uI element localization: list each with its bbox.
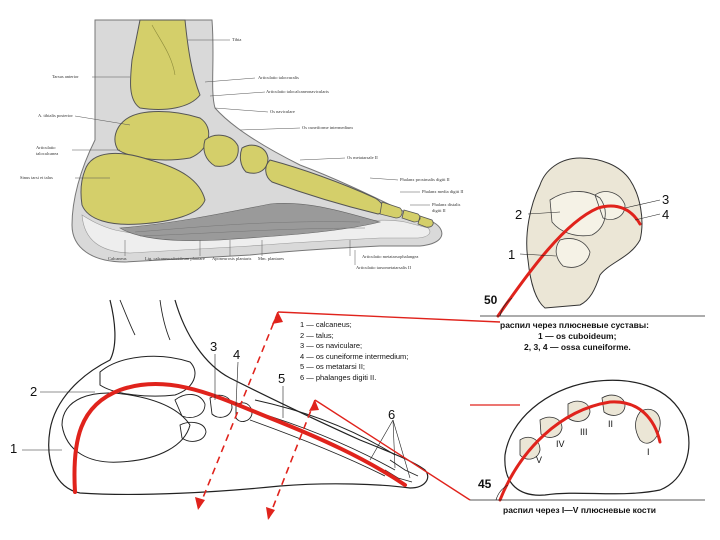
schema-calcaneus [61,392,191,463]
label-number: 3 [662,192,670,207]
label-text: Os cuneiforme intermedium [302,125,353,130]
sagittal-section-panel [0,0,470,280]
caption-line: распил через плюсневые суставы: [500,320,649,330]
angle-label: 45 [478,477,492,491]
legend: 1 — calcaneus; 2 — talus; 3 — os navicul… [300,320,408,383]
talus-bone [114,111,210,161]
metatarsal-section-outline [504,379,690,496]
label-number: 5 [278,371,286,386]
phalanx-bone [379,201,434,228]
label-text: Tarsus anterior [52,74,79,79]
connector-upper [277,311,501,323]
label-number: 1 [508,247,516,262]
label-number: 6 [388,407,396,422]
label-text: Tibia [232,37,242,42]
label-number: 4 [233,347,241,362]
tarsal-section-panel [480,157,705,318]
label-text: Articulatio talocalcaneonavicularis [266,89,329,94]
legend-item: 6 — phalanges digiti II. [300,372,377,382]
label-number: 4 [662,207,670,222]
label-number: 1 [10,441,18,456]
legend-item: 3 — os naviculare; [300,341,363,350]
tarsal-cut-line [496,204,642,318]
foot-outline [48,299,429,496]
label-text: Articulatio [36,145,56,150]
legend-item: 1 — calcaneus; [300,320,352,329]
label-text: Mm. plantares [258,256,284,261]
foot-skeleton-schema [22,299,520,521]
label-text: Calcaneus [108,256,127,261]
angle-label: 50 [484,293,498,307]
caption-line: 2, 3, 4 — ossa cuneiforme. [524,342,631,352]
metatarsal-label: I [647,447,650,457]
label-text: Aponeurosis plantaris [212,256,252,261]
label-number: 3 [210,339,218,354]
legend-item: 2 — talus; [300,330,334,340]
navicular-bone [203,134,239,167]
label-text: Os metatarsale II [347,155,378,160]
label-text: Articulatio metatarsophalangea [362,254,419,259]
calcaneus-bone [80,152,206,225]
metatarsal-cut-line [498,400,662,502]
plantar-muscles [119,203,382,241]
label-text: digiti II [432,208,446,213]
label-text: Phalanx proximalis digiti II [400,177,450,182]
label-text: talocalcanea [36,151,59,156]
metatarsal-label: V [536,455,543,465]
label-text: Sinus tarsi et talus [20,175,53,180]
metatarsal-label: II [608,419,614,429]
schema-talus [99,355,196,397]
metatarsal-bone [265,159,384,215]
section-line-2 [267,399,316,521]
metatarsal-caption: распил через I—V плюсневые кости [503,505,657,515]
label-text: Phalanx distalis [432,202,461,207]
legend-item: 4 — os cuneiforme intermedium; [300,351,409,361]
cuneiform-bone [239,144,269,174]
label-text: Os naviculare [270,109,295,114]
arch-line [72,381,407,494]
label-text: Phalanx media digiti II [422,189,464,194]
label-text: Lig. calcaneocuboideum plantare [145,256,205,261]
legend-item: 5 — os metatarsi II; [300,362,366,371]
label-number: 2 [515,207,523,222]
label-text: Articulatio tarsometatarsalis II [356,265,411,270]
metatarsal-II [601,394,626,416]
metatarsal-I [635,408,661,444]
tarsal-caption: распил через плюсневые суставы: 1 — os c… [500,320,649,353]
metatarsal-label: III [580,427,588,437]
tibia-bone [129,19,201,110]
caption-line: 1 — os cuboideum; [538,331,617,341]
label-text: A. tibialis posterior [38,113,73,118]
label-text: Articulatio talocruralis [258,75,299,80]
metatarsal-section-panel [470,379,705,502]
metatarsal-label: IV [556,439,565,449]
label-number: 2 [30,384,38,399]
connector-lower [314,399,471,501]
